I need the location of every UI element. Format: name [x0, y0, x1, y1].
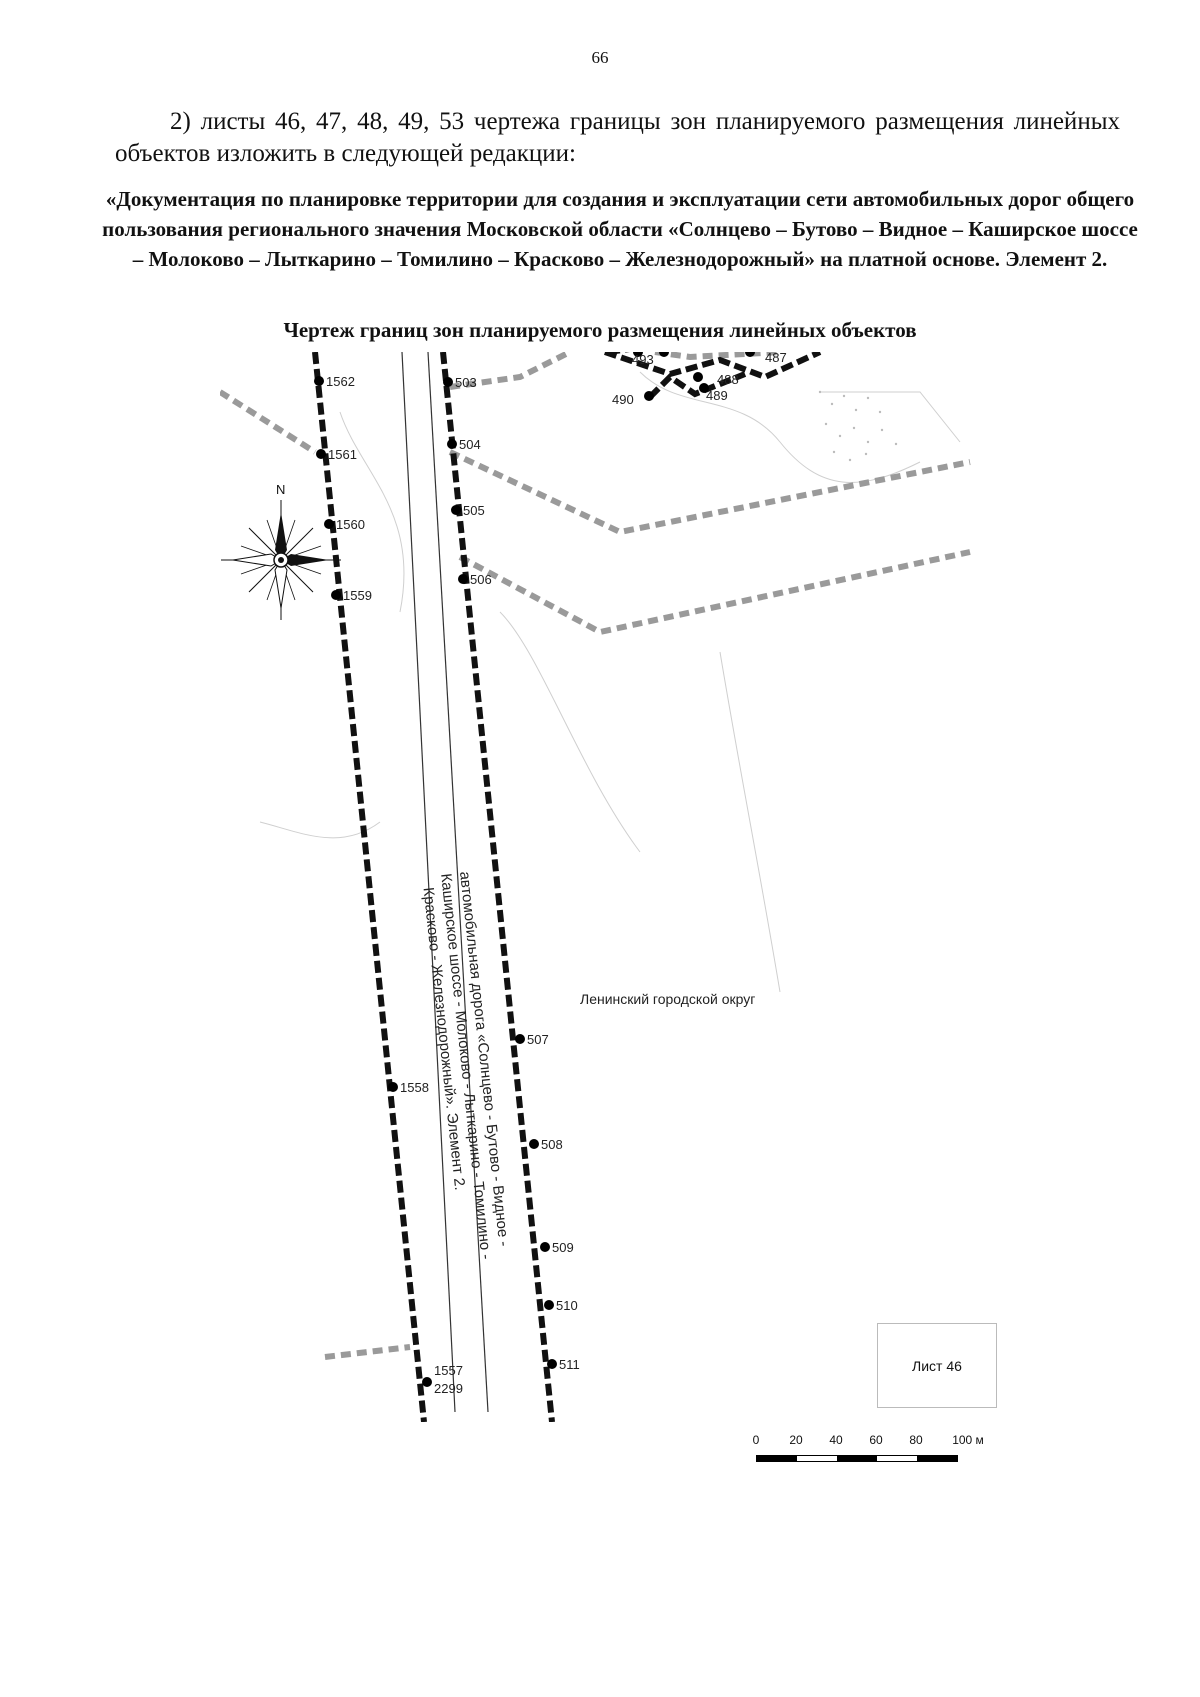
planning-boundaries — [312, 352, 822, 1422]
scale-tick-label: 0 — [752, 1433, 760, 1447]
point-label: 1557 — [434, 1363, 463, 1378]
road-edges — [401, 352, 489, 1413]
point-label: 509 — [552, 1240, 574, 1255]
dotted-area — [818, 390, 898, 462]
point-label: 505 — [463, 503, 485, 518]
point-label: 2299 — [434, 1381, 463, 1396]
point-label: 1558 — [400, 1080, 429, 1095]
point-label: 508 — [541, 1137, 563, 1152]
point-label: 510 — [556, 1298, 578, 1313]
intro-paragraph: 2) листы 46, 47, 48, 49, 53 чертежа гран… — [115, 108, 1120, 167]
scale-tick-label: 80 — [909, 1433, 923, 1447]
drawing-title: Чертеж границ зон планируемого размещени… — [283, 318, 917, 342]
scale-bar-graphic — [756, 1455, 958, 1462]
point-label: 489 — [706, 388, 728, 403]
point-label: 511 — [559, 1357, 580, 1372]
point-label: 503 — [455, 375, 477, 390]
point-label: 493 — [632, 352, 654, 367]
scale-tick-label: 100 м — [952, 1433, 984, 1447]
district-label: Ленинский городской округ — [580, 991, 755, 1007]
point-label: 506 — [470, 572, 492, 587]
scale-tick-label: 60 — [869, 1433, 883, 1447]
adjacent-boundaries — [220, 352, 971, 1360]
boundary-points — [314, 352, 755, 1387]
point-label: 488 — [717, 372, 739, 387]
point-label: 1561 — [328, 447, 357, 462]
point-label: 1560 — [336, 517, 365, 532]
scale-bar: 0 20 40 60 80 100 м — [752, 1433, 996, 1473]
point-label: 1559 — [343, 588, 372, 603]
sheet-label-box: Лист 46 — [877, 1323, 997, 1408]
compass-rose-icon: N — [221, 482, 341, 620]
point-label: 490 — [612, 392, 634, 407]
north-label: N — [276, 482, 285, 497]
scale-tick-label: 40 — [829, 1433, 843, 1447]
point-label: 491 — [680, 352, 702, 353]
point-label: 1562 — [326, 374, 355, 389]
point-label: 504 — [459, 437, 481, 452]
point-label: 507 — [527, 1032, 549, 1047]
background-features — [259, 371, 961, 993]
boundary-map: 1562 1561 1560 1559 1558 1557 2299 503 5… — [220, 352, 971, 1422]
page-number: 66 — [591, 48, 609, 67]
sheet-label: Лист 46 — [912, 1357, 962, 1374]
scale-tick-label: 20 — [789, 1433, 803, 1447]
point-label: 487 — [765, 352, 787, 365]
document-title: «Документация по планировке территории д… — [102, 187, 1138, 271]
